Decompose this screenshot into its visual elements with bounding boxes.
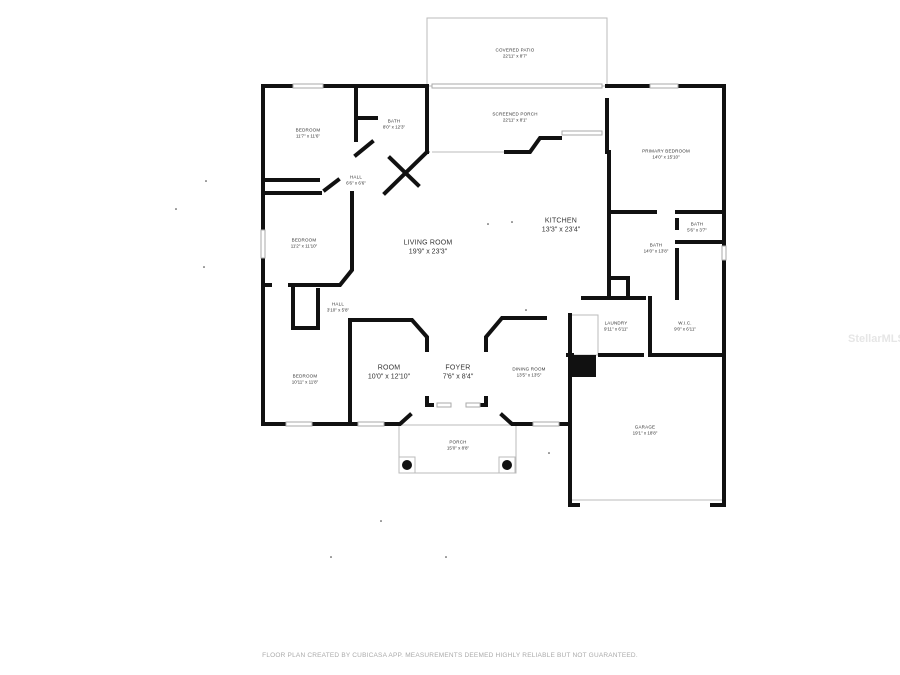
room-name: BEDROOM [295, 127, 321, 133]
room-dimensions: 9'11" x 6'11" [603, 326, 629, 331]
room-dimensions: 5'6" x 3'7" [687, 227, 707, 232]
thin-outlines [398, 17, 722, 501]
room-dimensions: 14'0" x 13'8" [643, 248, 669, 253]
room-name: LIVING ROOM [403, 239, 453, 247]
room-name: KITCHEN [544, 217, 578, 225]
columns [398, 355, 596, 474]
room-dimensions: 10'0" x 12'10" [367, 373, 411, 380]
room-name: SCREENED PORCH [492, 111, 538, 117]
room-dimensions: 8'0" x 12'3" [382, 124, 406, 129]
room-dimensions: 13'3" x 23'4" [541, 226, 581, 233]
room-dimensions: 19'1" x 18'8" [632, 430, 658, 435]
scatter-dots [175, 180, 550, 558]
room-name: BATH [387, 118, 401, 124]
room-name: BEDROOM [291, 237, 317, 243]
windows [260, 83, 727, 427]
room-name: BATH [649, 242, 663, 248]
room-name: DINING ROOM [512, 366, 546, 372]
room-name: LAUNDRY [604, 320, 628, 326]
room-dimensions: 22'11" x 8'1" [502, 117, 528, 122]
room-label-wic: W.I.C.9'0" x 6'11" [674, 320, 696, 331]
room-name: ROOM [377, 364, 401, 372]
room-dimensions: 11'2" x 11'10" [290, 243, 318, 248]
room-dimensions: 10'11" x 11'8" [291, 379, 319, 384]
room-dimensions: 6'6" x 6'6" [346, 180, 366, 185]
room-name: GARAGE [634, 424, 656, 430]
room-name: HALL [331, 301, 345, 307]
room-dimensions: 9'0" x 6'11" [674, 326, 696, 331]
disclaimer-footer: FLOOR PLAN CREATED BY CUBICASA APP. MEAS… [262, 652, 638, 659]
room-dimensions: 3'10" x 5'8" [326, 307, 350, 312]
watermark: StellarMLS [848, 333, 900, 345]
walls [261, 84, 726, 507]
room-name: PORCH [449, 439, 467, 445]
room-dimensions: 22'11" x 8'7" [502, 53, 528, 58]
room-dimensions: 19'9" x 23'3" [408, 248, 448, 255]
room-name: COVERED PATIO [495, 47, 535, 53]
room-name: HALL [349, 174, 363, 180]
room-name: FOYER [445, 364, 471, 372]
room-dimensions: 11'7" x 11'6" [295, 133, 320, 138]
room-name: BEDROOM [292, 373, 318, 379]
room-dimensions: 14'0" x 15'10" [652, 154, 680, 159]
room-dimensions: 13'5" x 13'5" [516, 372, 542, 377]
room-name: PRIMARY BEDROOM [642, 148, 690, 154]
room-dimensions: 15'0" x 8'8" [446, 445, 470, 450]
room-name: BATH [690, 221, 704, 227]
room-name: W.I.C. [678, 320, 692, 326]
room-dimensions: 7'6" x 8'4" [442, 373, 474, 380]
